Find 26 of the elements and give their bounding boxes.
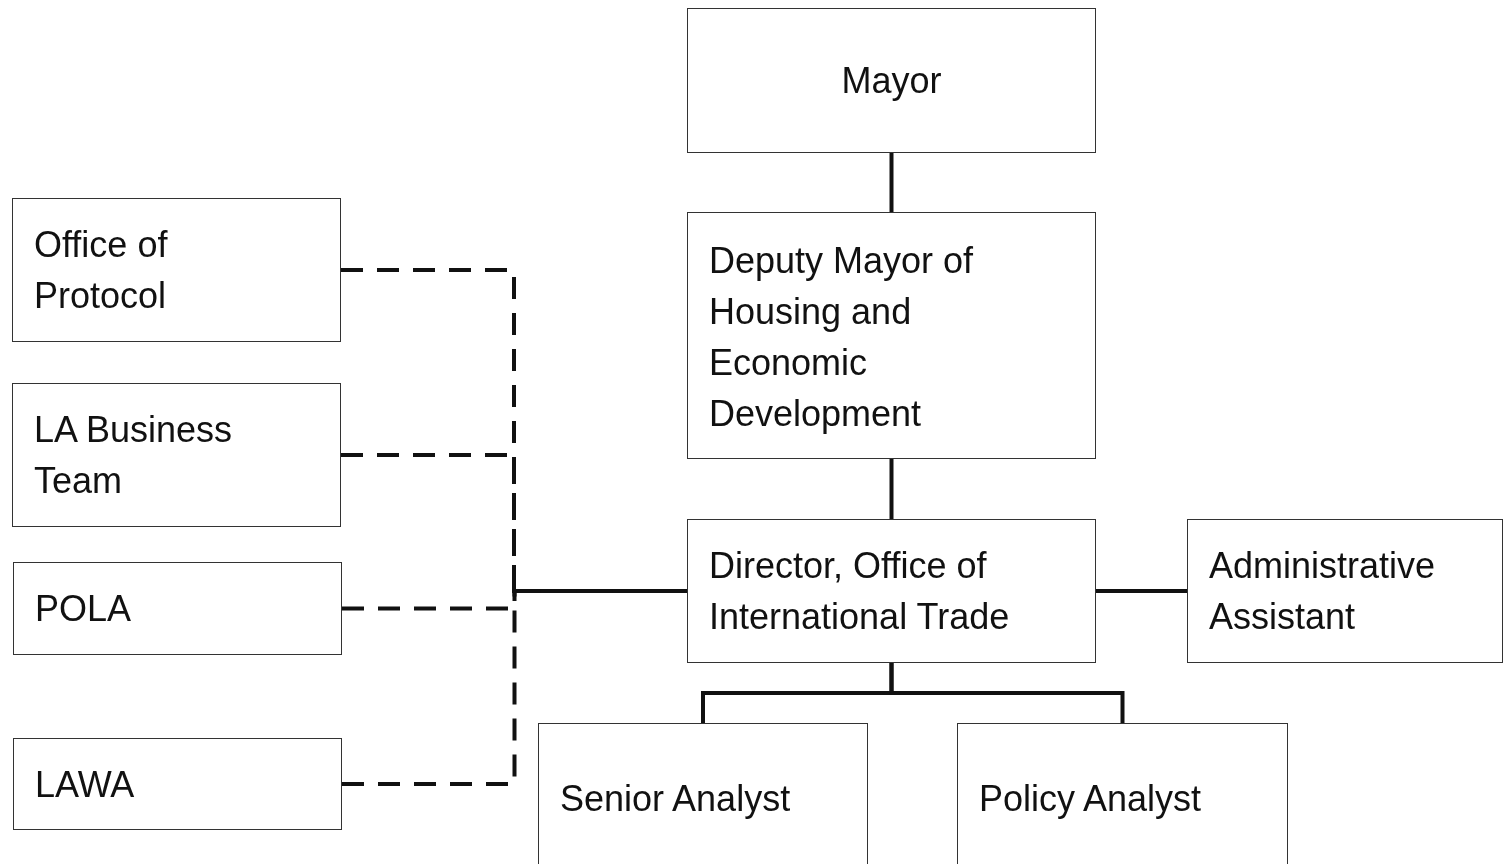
org-box	[1187, 519, 1503, 663]
org-box	[687, 8, 1096, 153]
org-box	[13, 738, 342, 830]
box-label: Deputy Mayor of Housing and Economic Development	[709, 239, 975, 436]
org-box	[538, 723, 868, 864]
org-box	[687, 519, 1096, 663]
org-box	[687, 212, 1096, 459]
box-label: LA Business Team	[34, 408, 234, 503]
box-label: Administrative Assistant	[1209, 544, 1437, 639]
connector-line	[889, 663, 1125, 723]
org-box	[13, 562, 342, 655]
org-box	[12, 383, 341, 527]
box-label: Office of Protocol	[34, 223, 169, 318]
box-label: LAWA	[35, 762, 135, 807]
connector-line	[889, 459, 894, 519]
org-box	[957, 723, 1288, 864]
box-label: POLA	[35, 587, 132, 631]
org-box	[12, 198, 341, 342]
box-label: Director, Office of International Trade	[709, 544, 1011, 639]
box-label: Policy Analyst	[979, 776, 1202, 821]
box-label: Senior Analyst	[560, 776, 791, 821]
dashed-connector	[342, 589, 687, 611]
connector-line	[1096, 589, 1187, 593]
dashed-connector	[341, 453, 687, 593]
connector-line	[889, 153, 894, 212]
box-label: Mayor	[841, 59, 942, 103]
